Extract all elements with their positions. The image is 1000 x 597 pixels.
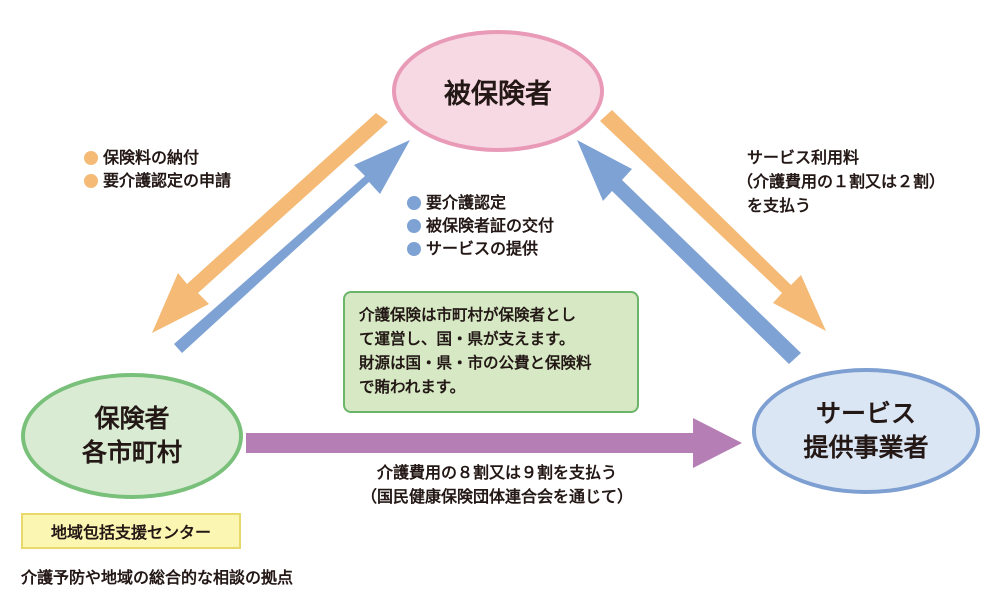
orange-bullet-icon (84, 150, 98, 165)
node-provider-line2: 提供事業者 (803, 433, 929, 462)
list-item: 被保険者証の交付 (407, 214, 554, 237)
arrow-municipality-to-insured (174, 140, 410, 353)
blue-bullet-icon (407, 195, 421, 210)
node-municipality-line2: 各市町村 (81, 438, 182, 467)
node-provider-line1: サービス (815, 399, 916, 429)
node-municipality: 保険者 各市町村 (21, 373, 243, 499)
info-line: 介護保険は市町村が保険者とし (359, 306, 577, 324)
info-line: 財源は国・県・市の公費と保険料 (359, 354, 592, 372)
insured-to-municipality-list: 保険料の納付 要介護認定の申請 (84, 146, 231, 192)
node-municipality-line1: 保険者 (94, 404, 170, 434)
info-line: で賄われます。 (359, 378, 466, 396)
blue-bullet-icon (407, 218, 421, 233)
list-item: 要介護認定 (407, 191, 554, 214)
municipality-to-provider-text: 介護費用の８割又は９割を支払う （国民健康保険団体連合会を通じて） (360, 463, 633, 506)
blue-bullet-icon (407, 241, 421, 256)
arrow-insured-to-municipality (152, 113, 388, 333)
node-provider: サービス 提供事業者 (752, 368, 980, 494)
insured-to-provider-text: サービス利用料 （介護費用の１割又は２割） を支払う (737, 148, 946, 215)
support-center-label: 地域包括支援センター (21, 513, 241, 549)
list-item: サービスの提供 (407, 237, 554, 260)
municipality-to-insured-list: 要介護認定 被保険者証の交付 サービスの提供 (407, 191, 554, 260)
node-insured-label: 被保険者 (444, 78, 552, 110)
support-center-caption: 介護予防や地域の総合的な相談の拠点 (21, 568, 294, 587)
arrow-provider-to-insured (577, 140, 801, 364)
list-item: 要介護認定の申請 (84, 169, 231, 192)
list-item: 保険料の納付 (84, 146, 231, 169)
arrow-municipality-to-provider (246, 418, 742, 468)
info-line: て運営し、国・県が支えます。 (359, 330, 575, 348)
node-insured: 被保険者 (392, 30, 604, 152)
info-box: 介護保険は市町村が保険者とし て運営し、国・県が支えます。 財源は国・県・市の公… (343, 291, 639, 413)
arrow-insured-to-provider (600, 110, 826, 331)
orange-bullet-icon (84, 173, 98, 188)
